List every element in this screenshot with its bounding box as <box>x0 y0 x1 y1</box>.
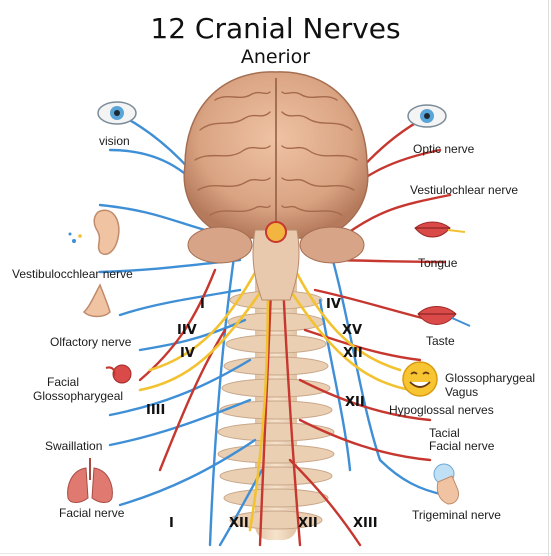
numeral-label: XII <box>343 346 363 361</box>
numeral-label: XII <box>345 395 365 410</box>
label-hypoglossal: Hypoglossal nerves <box>389 403 494 417</box>
numeral-label: I <box>200 297 205 312</box>
frame-edge-right <box>548 0 549 556</box>
spinal-column <box>217 250 335 540</box>
numeral-label: I <box>169 516 174 531</box>
label-vision: vision <box>99 134 130 148</box>
label-tacial: Tacial <box>429 426 460 440</box>
label-facial: Facial <box>47 375 80 389</box>
label-optic: Optic nerve <box>413 142 475 156</box>
lips-icon <box>417 306 471 327</box>
frame-edge-bottom <box>0 553 551 554</box>
label-vestibulochlear: Vestiulochlear nerve <box>410 183 519 197</box>
label-glosso-right: Glossopharygeal <box>445 371 536 385</box>
lungs-icon <box>67 458 113 503</box>
numeral-label: XII <box>229 516 249 531</box>
facial-nerve-icon <box>105 364 132 384</box>
numeral-label: XV <box>342 323 363 338</box>
label-taste: Taste <box>426 334 455 348</box>
label-facial-nerve-right: Facial nerve <box>429 439 495 453</box>
numeral-label: IV <box>180 346 195 361</box>
label-facial-nerve-left: Facial nerve <box>59 506 125 520</box>
numeral-label: IV <box>326 297 341 312</box>
hand-touch-icon <box>433 463 459 505</box>
numeral-label: IIII <box>146 403 166 418</box>
numeral-label: IIV <box>177 323 197 338</box>
numeral-label: XII <box>298 516 318 531</box>
page-subtitle: Anerior <box>240 46 311 68</box>
eye-icon <box>407 104 447 128</box>
label-swallowing: Swaillation <box>45 439 103 453</box>
smiley-face-icon <box>402 361 438 397</box>
ear-icon <box>68 209 120 256</box>
yellow-nerves <box>138 258 412 532</box>
eye-icon <box>97 101 137 125</box>
nose-icon <box>82 283 111 318</box>
lips-icon <box>414 221 466 238</box>
brain <box>183 71 369 301</box>
label-vestibulocochlear: Vestibulocchlear nerve <box>12 267 133 281</box>
label-glossopharyngeal: Glossopharygeal <box>33 389 124 403</box>
page-title: 12 Cranial Nerves <box>150 12 401 45</box>
label-tongue: Tongue <box>418 256 458 270</box>
label-olfactory: Olfactory nerve <box>50 335 132 349</box>
label-trigeminal: Trigeminal nerve <box>412 508 501 522</box>
label-vagus: Vagus <box>445 385 479 399</box>
numeral-label: XIII <box>353 516 378 531</box>
